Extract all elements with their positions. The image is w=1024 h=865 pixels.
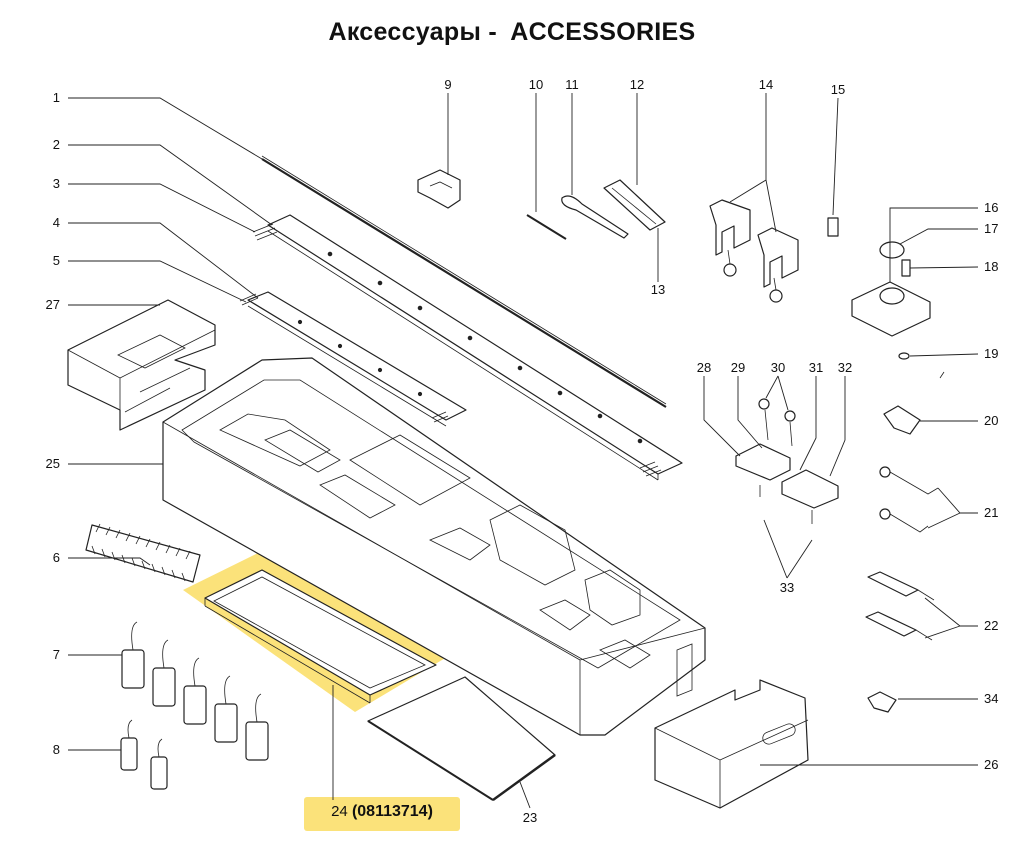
part-8-weights [120,719,168,790]
callout-12: 12 [630,77,644,92]
callout-29: 29 [731,360,745,375]
callout-34: 34 [984,691,998,706]
callout-31: 31 [809,360,823,375]
part-19-washer [898,352,945,379]
callout-21: 21 [984,505,998,520]
callout-25: 25 [46,456,60,471]
part-number: (08113714) [351,803,433,820]
part-6-comb [85,523,201,583]
part-25-foam-tray [162,357,706,736]
callout-17: 17 [984,221,998,236]
callout-labels: 1 2 3 4 5 27 25 6 7 8 9 10 11 12 13 14 1… [46,77,999,825]
part-20-latch [883,405,921,435]
callout-19: 19 [984,346,998,361]
callout-14: 14 [759,77,773,92]
highlight-label-background [304,797,460,831]
part-12-needle-pusher [603,179,666,231]
callout-27: 27 [46,297,60,312]
callout-23: 23 [523,810,537,825]
part-11-transfer-tool [561,195,629,239]
part-7-weights [121,621,269,761]
part-15-small-part [827,217,839,237]
part-26-foam-block [654,679,809,809]
callout-28: 28 [697,360,711,375]
callout-24: 24 [331,803,348,820]
callout-1: 1 [53,90,60,105]
part-14-clamps [709,199,799,303]
callout-8: 8 [53,742,60,757]
highlight-callout-24: 24 (08113714) [304,803,460,821]
callout-13: 13 [651,282,665,297]
part-2-bar [267,214,683,481]
callout-5: 5 [53,253,60,268]
diagram-title: Аксессуары - ACCESSORIES [0,18,1024,47]
part-28-32-assembly [735,398,839,524]
callout-9: 9 [444,77,451,92]
callout-10: 10 [529,77,543,92]
part-22-plates [865,571,935,641]
callout-3: 3 [53,176,60,191]
part-10-tool [526,214,567,240]
callout-33: 33 [780,580,794,595]
part-27-foam-block [67,299,216,431]
part-24-board [204,569,437,704]
part-16-unit [851,241,931,337]
part-9-clip [417,169,461,209]
callout-26: 26 [984,757,998,772]
callout-22: 22 [984,618,998,633]
part-1-rod [261,155,667,408]
callout-6: 6 [53,550,60,565]
part-3-brush [252,223,662,477]
callout-32: 32 [838,360,852,375]
callout-20: 20 [984,413,998,428]
leader-lines [68,93,979,809]
title-russian: Аксессуары - [328,18,497,46]
title-english: ACCESSORIES [510,18,696,46]
callout-18: 18 [984,259,998,274]
callout-15: 15 [831,82,845,97]
callout-4: 4 [53,215,60,230]
part-34-tab [867,691,897,713]
part-21-springs [879,466,939,533]
callout-11: 11 [565,77,579,92]
callout-7: 7 [53,647,60,662]
callout-30: 30 [771,360,785,375]
callout-2: 2 [53,137,60,152]
callout-16: 16 [984,200,998,215]
part-23-sheet [367,676,556,802]
part-4-bar [239,291,467,427]
